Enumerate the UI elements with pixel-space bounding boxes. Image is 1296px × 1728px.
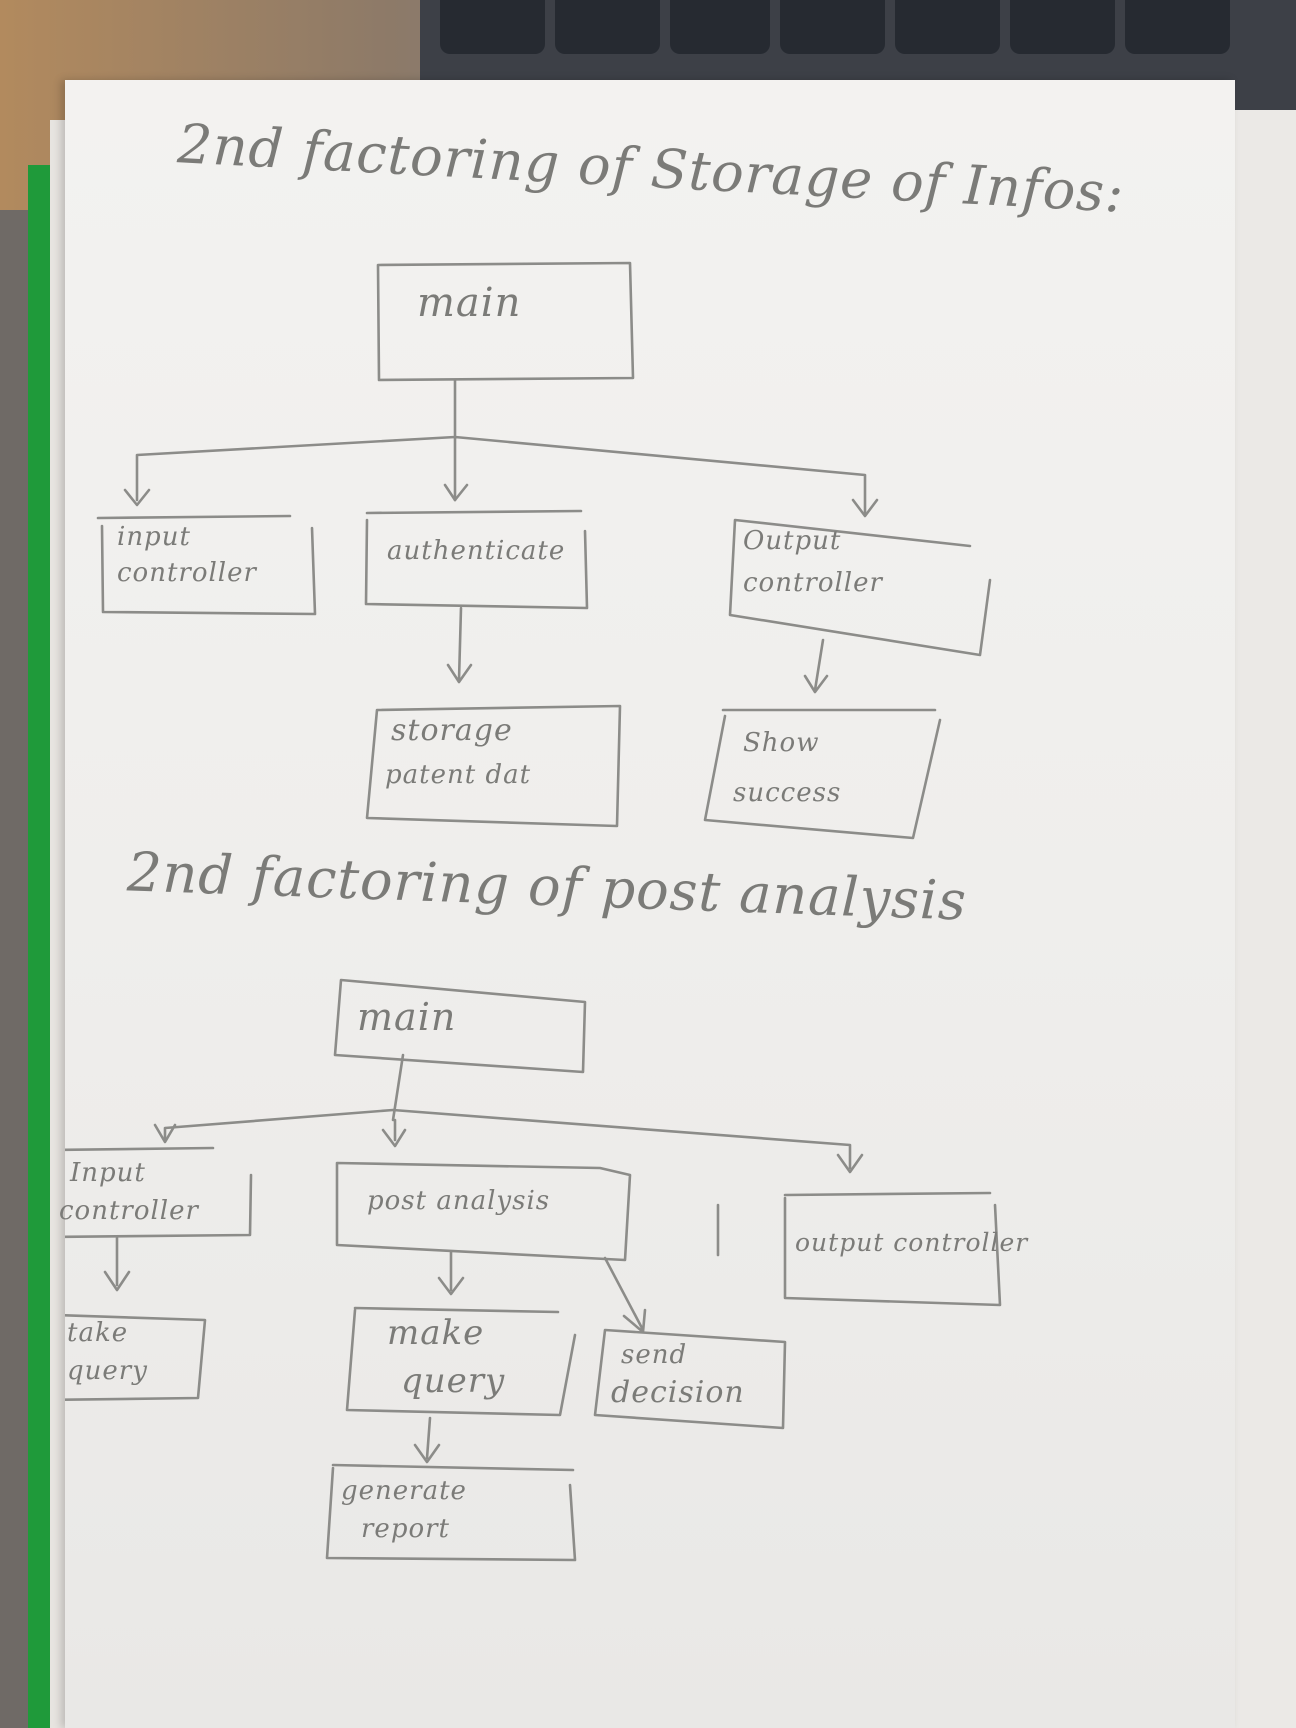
box-output-controller-1 — [728, 518, 992, 657]
keyboard-key — [670, 0, 770, 54]
box-send-decision — [593, 1328, 787, 1430]
box-show-success — [703, 708, 942, 840]
edge-post-to-make — [437, 1250, 465, 1296]
edge-output-to-success — [803, 638, 829, 694]
node-generate-report-line1: generate — [341, 1476, 467, 1506]
arrowheads-2 — [153, 1123, 864, 1174]
node-post-analysis: post analysis — [367, 1186, 551, 1216]
keyboard-key — [780, 0, 885, 54]
node-generate-report-line2: report — [361, 1514, 450, 1544]
node-take-query-line2: query — [67, 1356, 148, 1386]
node-send-decision-line2: decision — [611, 1375, 745, 1410]
box-input-controller-2 — [65, 1146, 253, 1239]
node-output-controller-2: output controller — [795, 1228, 1029, 1257]
node-output-controller-1-line2: controller — [743, 568, 883, 598]
node-main-2: main — [357, 995, 457, 1039]
edge-auth-to-storage — [446, 606, 473, 684]
node-take-query-line1: take — [67, 1318, 129, 1348]
node-make-query-line2: query — [401, 1361, 506, 1401]
keyboard-key — [555, 0, 660, 54]
node-input-controller-2-line1: Input — [70, 1158, 146, 1188]
node-input-controller-1-line1: input — [117, 522, 191, 552]
box-authenticate — [364, 509, 589, 610]
edge-post-to-send — [603, 1256, 647, 1334]
node-show-success-line2: success — [733, 778, 842, 808]
diagram-lines — [65, 261, 1002, 1562]
node-input-controller-1-line2: controller — [117, 558, 257, 588]
keyboard — [420, 0, 1296, 110]
edge-input-to-take — [103, 1236, 131, 1292]
edge-main-to-children-1 — [135, 378, 867, 517]
box-generate-report — [325, 1463, 577, 1562]
edge-make-to-report — [413, 1416, 441, 1464]
node-storage-line2: patent dat — [385, 760, 532, 790]
notebook-page: 2nd factoring of Storage of Infos: main … — [59, 80, 1235, 1728]
node-storage-line1: storage — [391, 713, 513, 748]
box-main-1 — [376, 261, 635, 382]
box-post-analysis — [335, 1161, 632, 1262]
keyboard-key — [1125, 0, 1230, 54]
keyboard-key — [1010, 0, 1115, 54]
box-output-controller-2 — [716, 1191, 1002, 1307]
edge-main-to-children-2 — [163, 1053, 852, 1170]
box-main-2 — [333, 978, 587, 1074]
box-take-query — [65, 1314, 207, 1402]
arrowheads-1 — [123, 483, 879, 518]
node-main-1: main — [417, 280, 522, 326]
keyboard-key — [440, 0, 545, 54]
box-make-query — [345, 1306, 577, 1417]
box-storage — [365, 704, 622, 828]
node-send-decision-line1: send — [621, 1340, 688, 1370]
node-authenticate: authenticate — [387, 536, 566, 566]
node-output-controller-1-line1: Output — [743, 526, 842, 556]
box-input-controller-1 — [96, 514, 317, 616]
keyboard-key — [895, 0, 1000, 54]
node-make-query-line1: make — [387, 1313, 485, 1353]
node-show-success-line1: Show — [743, 728, 820, 758]
node-input-controller-2-line2: controller — [59, 1196, 199, 1226]
facing-page — [1228, 110, 1296, 1728]
